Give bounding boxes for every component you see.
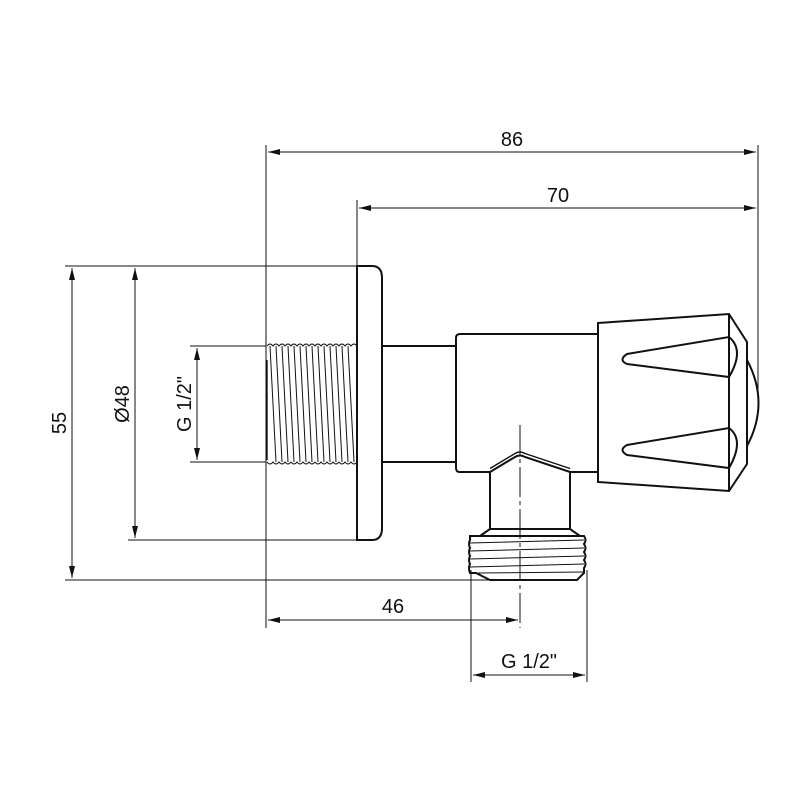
handle-knob [597,312,760,493]
wall-flange [356,265,383,541]
svg-text:G 1/2": G 1/2" [501,651,557,673]
dimension-overall-length: 86 [268,129,756,155]
extension-lines [65,145,759,682]
dimension-inlet-thread: G 1/2" [174,348,200,460]
svg-text:46: 46 [382,596,404,618]
threaded-outlet [468,472,587,581]
dimension-outlet-offset: 46 [268,596,518,623]
dimension-flange-to-end: 70 [359,185,756,211]
svg-text:G 1/2": G 1/2" [174,376,196,432]
dimension-flange-diameter: Ø48 [112,268,138,538]
dimension-overall-height: 55 [49,268,75,578]
svg-text:55: 55 [49,412,71,434]
svg-text:86: 86 [501,129,523,151]
svg-text:70: 70 [547,185,569,207]
svg-text:Ø48: Ø48 [112,385,134,423]
dimension-outlet-thread: G 1/2" [473,651,585,678]
threaded-inlet [266,343,358,465]
stem [382,345,456,463]
valve-body [455,324,599,482]
